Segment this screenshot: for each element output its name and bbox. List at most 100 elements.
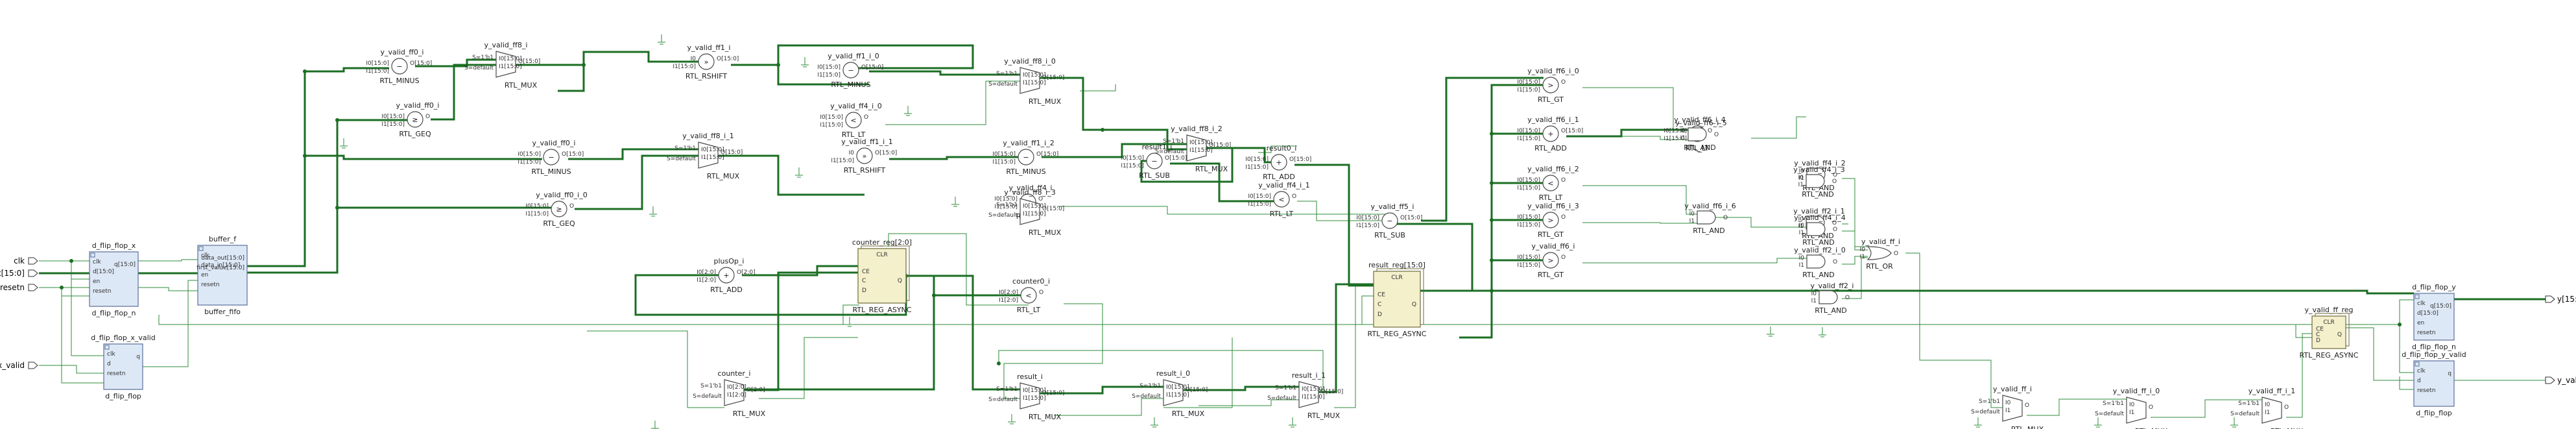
ground-symbol xyxy=(2094,417,2102,428)
ground-symbol xyxy=(801,57,809,67)
pin-label: O xyxy=(1833,227,1837,233)
instance-name: y_valid_ff8_i_2 xyxy=(1171,125,1222,133)
mux-mx2[interactable]: y_valid_ff8_i_0I0[15:0]I1[15:0]S=1'b1S=d… xyxy=(988,57,1064,106)
pin-label: I1[15:0] xyxy=(1121,163,1144,169)
operator-symbol: − xyxy=(848,66,853,75)
pin-label: S=default xyxy=(988,81,1018,88)
mux-mx7[interactable]: result_iI0[15:0]I1[15:0]S=1'b1S=defaultO… xyxy=(988,373,1064,421)
cell-type: RTL_MUX xyxy=(1195,165,1228,173)
pin-label: first_value[15:0] xyxy=(197,265,244,271)
cell-type: RTL_LT xyxy=(1539,193,1563,202)
bus-wire xyxy=(1421,77,1544,222)
instance-name: y_valid_ff1_i_2 xyxy=(1003,139,1055,147)
pin-label: O xyxy=(1292,193,1296,200)
pin-label: S=default xyxy=(667,156,696,162)
mux-mx12[interactable]: y_valid_ff_i_1I0I1S=1'b1S=defaultORTL_MU… xyxy=(2230,387,2304,429)
mux-mx3[interactable]: y_valid_ff8_i_1I0[15:0]I1[15:0]S=1'b1S=d… xyxy=(667,132,743,180)
operator-sub[interactable]: result1_i−I0[15:0]I1[15:0]O[15:0]RTL_SUB xyxy=(1121,143,1187,180)
operator-pc[interactable]: plusOp_i+I0[2:0]I1[2:0]O[2:0]RTL_ADD xyxy=(697,257,755,294)
input-port-x_valid[interactable]: x_valid xyxy=(0,361,38,370)
net-wire xyxy=(1199,399,1299,406)
instance-name: y_valid_ff0_i xyxy=(396,101,440,110)
mux-mx8[interactable]: result_i_0I0[15:0]I1[15:0]S=1'b1S=defaul… xyxy=(1132,369,1208,418)
pin-label: I1[15:0] xyxy=(518,159,541,165)
mux-mx11[interactable]: y_valid_ff_i_0I0I1S=1'b1S=defaultORTL_MU… xyxy=(2095,387,2168,429)
pin-label: en xyxy=(201,272,208,278)
operator-add1[interactable]: result0_i+I0[15:0]I1[15:0]O[15:0]RTL_ADD xyxy=(1245,144,1311,181)
block-ffx[interactable]: d_flip_flop_xclkd[15:0]enresetnq[15:0]d_… xyxy=(89,241,139,317)
pin-label: I0[15:0] xyxy=(1517,177,1540,184)
operator-symbol: + xyxy=(1547,130,1553,138)
operator-sub2[interactable]: y_valid_ff5_i−I0[15:0]I1[15:0]O[15:0]RTL… xyxy=(1356,202,1422,239)
mux-mx5[interactable]: y_valid_ff8_i_3I0[15:0]I1[15:0]S=1'b1S=d… xyxy=(988,188,1064,237)
instance-name: counter_i xyxy=(718,369,751,378)
pin-label: I1[15:0] xyxy=(1302,394,1325,400)
operator-symbol: » xyxy=(863,152,867,160)
pin-label: O[15:0] xyxy=(1042,206,1064,212)
pin-label: clk xyxy=(2417,300,2426,307)
pin-label: d[15:0] xyxy=(2417,310,2439,317)
mux-mx6[interactable]: counter_iI0[2:0]I1[2:0]S=1'b1S=defaultO[… xyxy=(693,369,766,418)
pin-label: resetn xyxy=(201,282,220,288)
bus-wire xyxy=(1040,386,1163,395)
operator-add2[interactable]: y_valid_ff6_i_1+I0[15:0]I1[15:0]O[15:0]R… xyxy=(1517,116,1583,153)
net-junction xyxy=(1490,181,1494,185)
cell-type: RTL_LT xyxy=(1686,144,1710,153)
pin-label: I0[15:0] xyxy=(499,56,522,62)
pin-label: I1[15:0] xyxy=(1517,222,1540,228)
ground-symbol xyxy=(1819,327,1826,337)
operator-r1[interactable]: y_valid_ff1_i»I0I1[15:0]O[15:0]RTL_RSHIF… xyxy=(673,43,739,80)
operator-m1[interactable]: y_valid_ff0_i−I0[15:0]I1[15:0]O[15:0]RTL… xyxy=(366,48,432,85)
input-port-clk[interactable]: clk xyxy=(14,256,38,265)
operator-symbol: > xyxy=(1547,216,1553,225)
block-ffyv[interactable]: d_flip_flop_y_validclkdresetnqd_flip_flo… xyxy=(2402,350,2466,417)
block-ffy[interactable]: d_flip_flop_yclkd[15:0]enresetnq[15:0]d_… xyxy=(2412,283,2456,351)
pin-label: O[15:0] xyxy=(562,151,584,158)
port-label: clk xyxy=(14,256,25,265)
block-buf[interactable]: buffer_fclkdata_in[15:0]enresetndata_out… xyxy=(197,235,248,316)
bus-wire xyxy=(304,71,542,160)
pin-label: I0 xyxy=(849,150,855,156)
instance-name: y_valid_ff6_i_4 xyxy=(1674,116,1726,124)
pin-label: I0[15:0] xyxy=(1517,254,1540,261)
input-port-x[interactable]: x[15:0] xyxy=(0,269,38,278)
operator-m4[interactable]: y_valid_ff1_i_2−I0[15:0]I1[15:0]O[15:0]R… xyxy=(992,139,1058,176)
input-port-resetn[interactable]: resetn xyxy=(0,283,38,292)
net-wire xyxy=(2295,325,2312,338)
mux-mx1[interactable]: y_valid_ff8_iI0[15:0]I1[15:0]S=1'b1S=def… xyxy=(464,41,540,90)
output-port-y[interactable]: y[15:0] xyxy=(2545,295,2576,304)
block-ffxv[interactable]: d_flip_flop_x_validclkdresetnqd_flip_flo… xyxy=(91,334,155,400)
pin-label: O[15:0] xyxy=(1561,128,1583,134)
pin-label: q[15:0] xyxy=(114,262,136,268)
output-port-y_valid[interactable]: y_valid xyxy=(2545,376,2576,385)
operator-symbol: < xyxy=(1025,291,1031,300)
mux-mx4[interactable]: y_valid_ff8_i_2I0[15:0]I1[15:0]S=1'b1S=d… xyxy=(1155,125,1231,173)
operator-symbol: − xyxy=(1387,217,1392,225)
operator-r2[interactable]: y_valid_ff1_i_1»I0I1[15:0]O[15:0]RTL_RSH… xyxy=(831,138,897,175)
pin-label: I1[15:0] xyxy=(673,64,696,70)
operator-m3[interactable]: y_valid_ff0_i−I0[15:0]I1[15:0]O[15:0]RTL… xyxy=(518,139,584,176)
pin-label: q xyxy=(136,354,140,360)
mux-mx9[interactable]: result_i_1I0[15:0]I1[15:0]S=1'b1S=defaul… xyxy=(1267,371,1343,420)
operator-m2[interactable]: y_valid_ff1_i_0−I0[15:0]I1[15:0]O[15:0]R… xyxy=(817,52,883,89)
